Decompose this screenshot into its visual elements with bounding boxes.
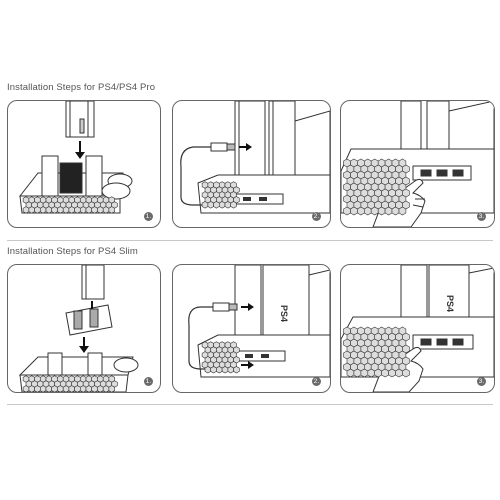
section-title-ps4-pro: Installation Steps for PS4/PS4 Pro — [7, 82, 156, 93]
vent-hex — [97, 206, 104, 214]
step-panel-slim-2: PS4 2. — [172, 264, 331, 393]
vent-hex — [357, 206, 365, 216]
vent-hex — [68, 385, 75, 392]
vent-hex — [374, 368, 382, 378]
vent-hex — [216, 366, 223, 374]
vent-hex — [62, 206, 70, 214]
vent-hex — [102, 385, 110, 392]
step-number-badge: 1. — [144, 212, 153, 221]
step-illustration-slim-2: PS4 — [188, 265, 330, 378]
vent-hex — [391, 206, 400, 216]
vent-hex — [370, 206, 379, 216]
vent-hex — [51, 385, 58, 392]
vent-hex — [39, 206, 47, 214]
vent-hex — [230, 201, 237, 209]
section-divider — [7, 404, 493, 405]
step-panel-pro-3: 3. — [340, 100, 495, 228]
vent-hex — [22, 385, 30, 392]
step-illustration-slim-3: PS4 — [341, 265, 494, 392]
vent-hex — [108, 206, 115, 214]
vent-hex — [80, 385, 87, 392]
vent-hex — [204, 366, 212, 374]
vent-hex — [45, 385, 53, 392]
section-title-ps4-slim: Installation Steps for PS4 Slim — [7, 246, 138, 257]
step-panel-pro-1: 1. — [7, 100, 161, 228]
vent-hex — [22, 206, 30, 214]
vent-hex — [91, 385, 98, 392]
vent-hex — [388, 368, 396, 378]
console-logo: PS4 — [445, 295, 455, 312]
vent-hex — [28, 385, 35, 392]
vent-hex — [221, 366, 229, 374]
vent-hex — [346, 368, 355, 378]
console-logo: PS4 — [279, 305, 289, 322]
step-number-badge: 2. — [312, 212, 321, 221]
step-illustration-pro-1 — [18, 101, 133, 214]
vent-hex — [213, 201, 220, 209]
vent-hex — [97, 385, 104, 392]
step-panel-slim-3: PS4 3. — [340, 264, 495, 393]
step-illustration-pro-3 — [341, 101, 494, 227]
step-number-badge: 1. — [144, 377, 153, 386]
vent-hex — [224, 201, 232, 209]
vent-hex — [91, 206, 98, 214]
vent-hex — [233, 366, 240, 374]
vent-hex — [102, 206, 110, 214]
step-panel-slim-1: 1. — [7, 264, 161, 393]
vent-hex — [227, 366, 234, 374]
vent-hex — [57, 206, 64, 214]
vent-hex — [51, 206, 58, 214]
vent-hex — [353, 368, 362, 378]
vent-hex — [85, 206, 92, 214]
vent-hex — [360, 368, 369, 378]
vent-hex — [80, 206, 87, 214]
vent-hex — [363, 206, 372, 216]
vent-hex — [108, 385, 115, 392]
vent-hex — [74, 206, 81, 214]
section-divider — [7, 240, 493, 241]
vent-hex — [210, 366, 217, 374]
vent-hex — [398, 206, 407, 216]
step-number-badge: 3. — [477, 212, 486, 221]
vent-hex — [85, 385, 92, 392]
vent-hex — [377, 206, 386, 216]
vent-hex — [201, 201, 209, 209]
step-panel-pro-2: 2. — [172, 100, 331, 228]
vent-hex — [68, 206, 75, 214]
vent-hex — [395, 368, 403, 378]
vent-hex — [343, 206, 351, 216]
vent-hex — [28, 206, 35, 214]
vent-hex — [34, 206, 41, 214]
step-number-badge: 3. — [477, 377, 486, 386]
vent-hex — [62, 385, 70, 392]
vent-hex — [381, 368, 389, 378]
step-illustration-pro-2 — [180, 101, 330, 214]
vent-hex — [74, 385, 81, 392]
vent-hex — [402, 368, 410, 378]
vent-hex — [57, 385, 64, 392]
vent-hex — [34, 385, 41, 392]
vent-hex — [350, 206, 358, 216]
vent-hex — [45, 206, 53, 214]
vent-hex — [218, 201, 226, 209]
step-illustration-slim-1 — [18, 265, 139, 392]
vent-hex — [384, 206, 393, 216]
vent-hex — [39, 385, 47, 392]
vent-hex — [207, 201, 214, 209]
vent-hex — [367, 368, 376, 378]
step-number-badge: 2. — [312, 377, 321, 386]
